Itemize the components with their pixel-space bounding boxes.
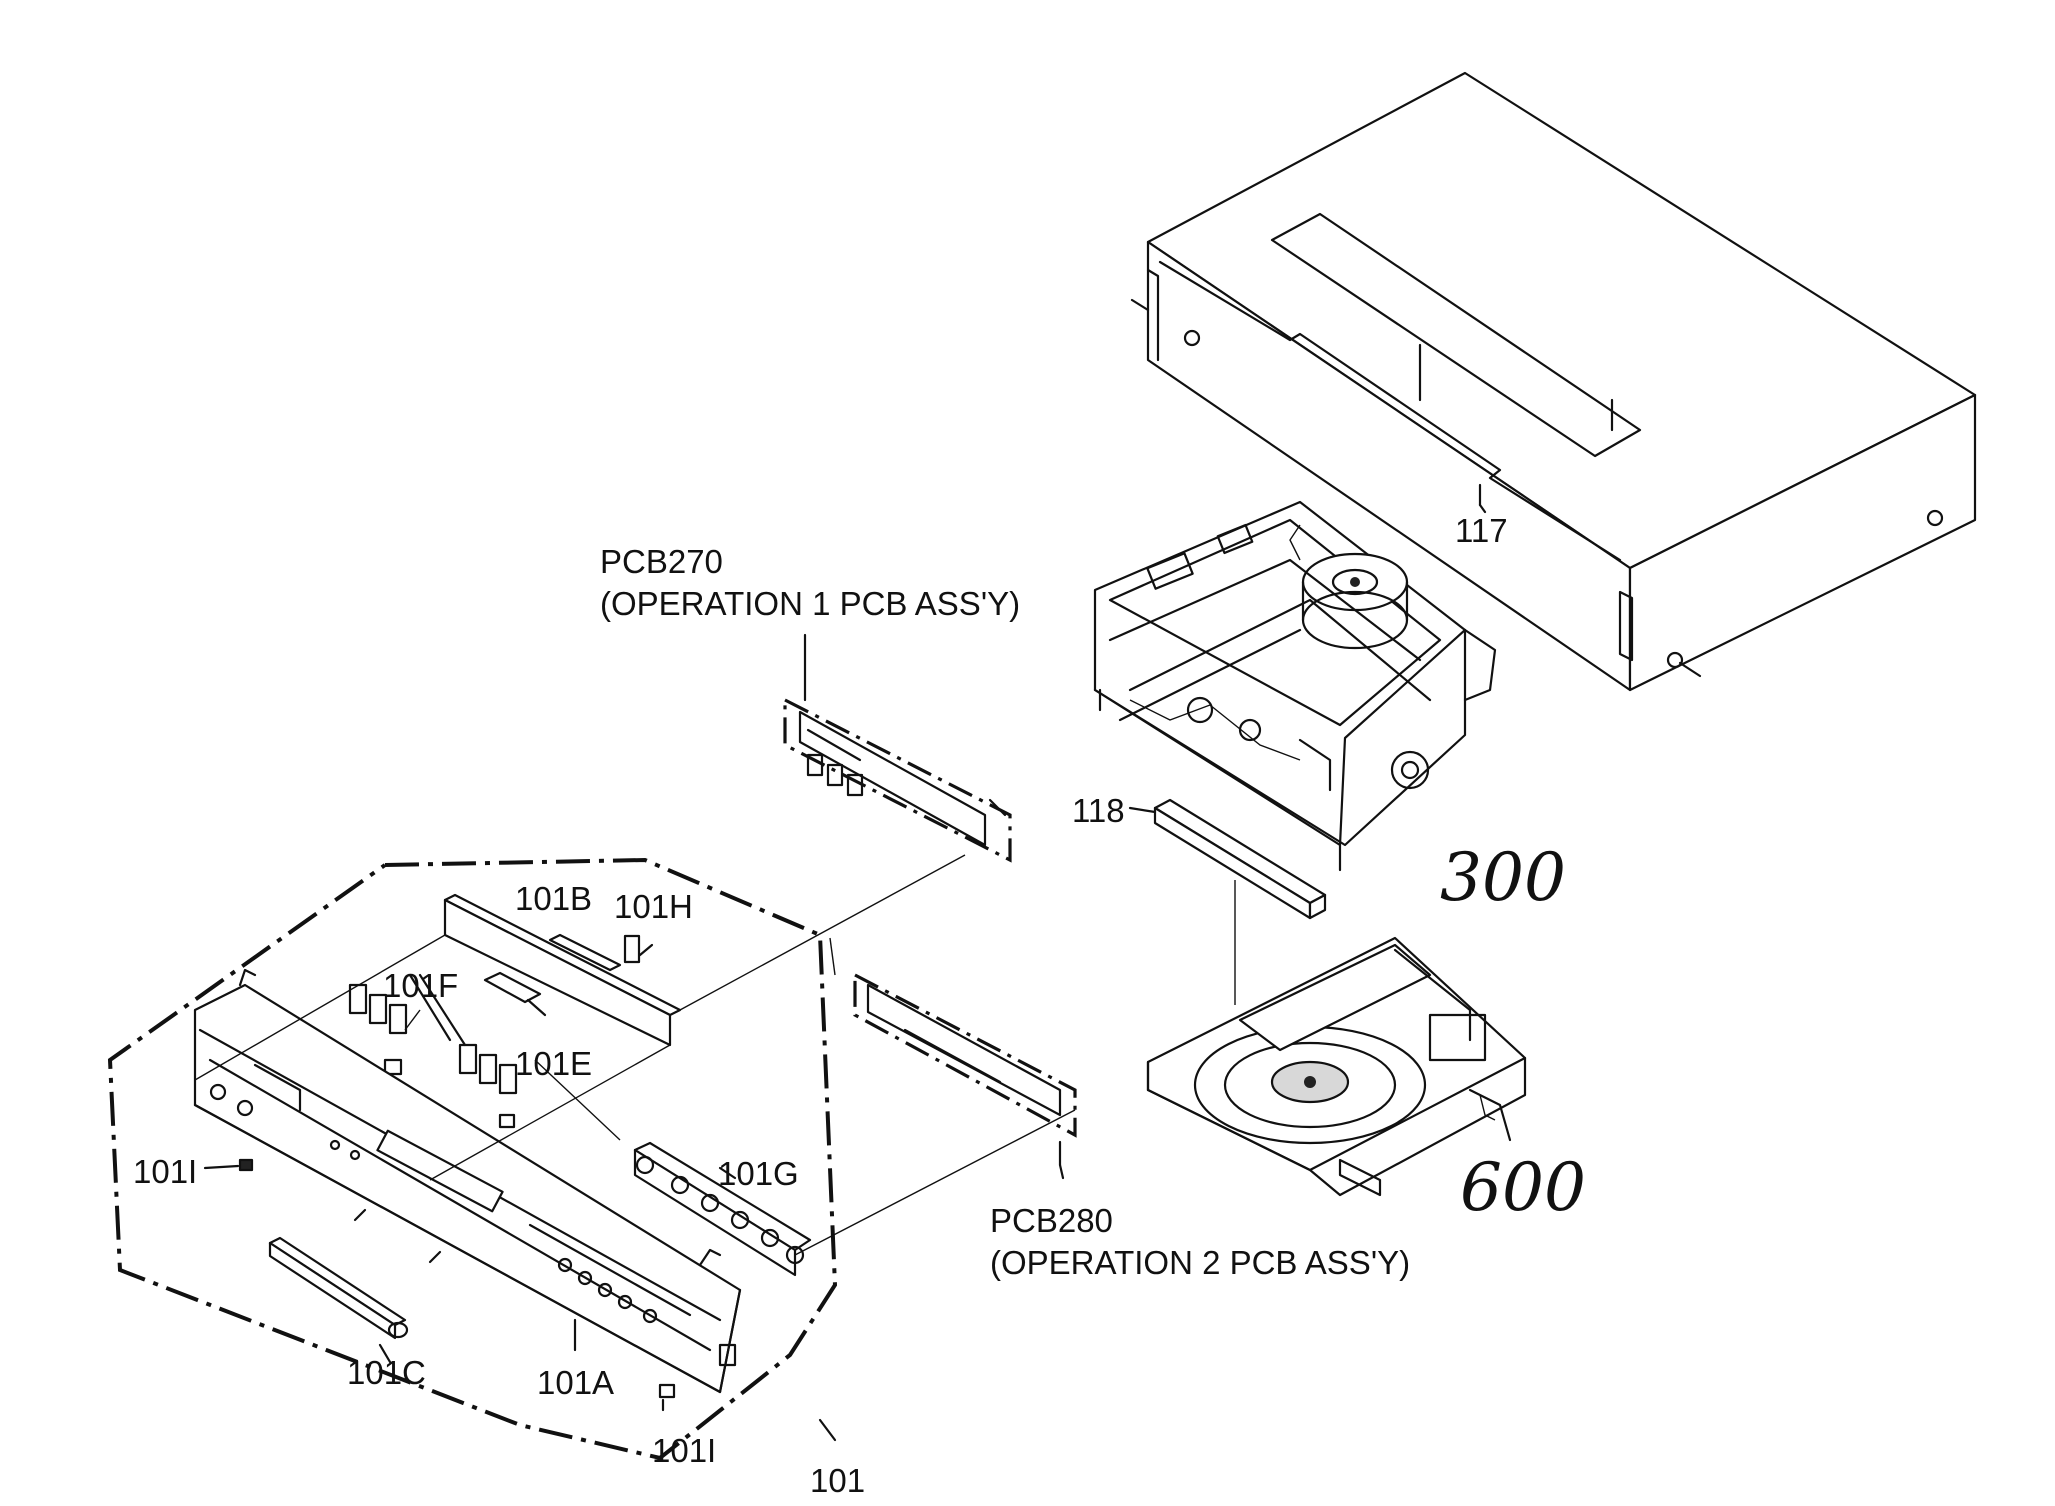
label-101F: 101F <box>383 967 458 1004</box>
part-101g-buttons <box>633 1141 812 1277</box>
label-pcb270-name: (OPERATION 1 PCB ASS'Y) <box>600 585 1020 622</box>
pcb280-board <box>853 973 1077 1167</box>
part-labels: PCB270 (OPERATION 1 PCB ASS'Y) PCB280 (O… <box>133 512 1586 1499</box>
label-pcb280-name: (OPERATION 2 PCB ASS'Y) <box>990 1244 1410 1281</box>
part-118-bar <box>1128 798 1327 1005</box>
label-101I-bottom: 101I <box>652 1432 716 1469</box>
label-300: 300 <box>1440 839 1566 916</box>
front-panel-assembly-101 <box>107 857 838 1461</box>
pcb270-board <box>783 633 1012 863</box>
label-101A: 101A <box>537 1364 614 1401</box>
label-101: 101 <box>810 1462 865 1499</box>
label-101B: 101B <box>515 880 592 917</box>
leader-lines <box>194 503 1487 1442</box>
top-cover-117 <box>1130 71 1977 692</box>
dvd-loader-600 <box>1146 936 1527 1197</box>
part-101f-buttons <box>348 983 518 1129</box>
label-101E: 101E <box>515 1045 592 1082</box>
label-pcb280-id: PCB280 <box>990 1202 1113 1239</box>
label-118: 118 <box>1072 792 1125 829</box>
part-101c-bar <box>268 1236 409 1340</box>
label-pcb270-id: PCB270 <box>600 543 723 580</box>
vcr-mechanism-300 <box>1093 500 1497 872</box>
label-101C: 101C <box>347 1354 426 1391</box>
label-101I-left: 101I <box>133 1153 197 1190</box>
label-117: 117 <box>1455 512 1508 549</box>
label-600: 600 <box>1460 1149 1586 1226</box>
label-101H: 101H <box>614 888 693 925</box>
label-101G: 101G <box>718 1155 799 1192</box>
